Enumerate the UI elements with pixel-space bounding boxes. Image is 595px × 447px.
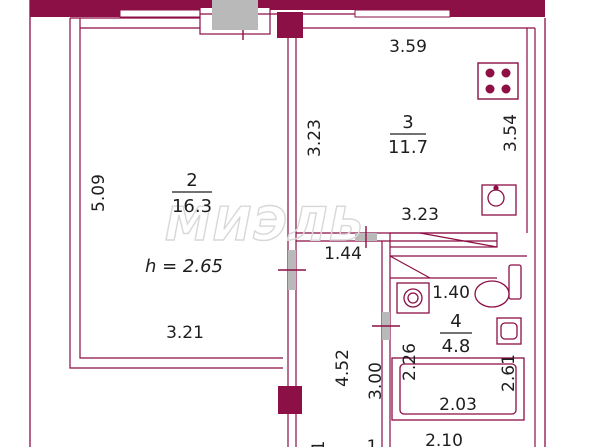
dim-bath-left: 3.00: [366, 362, 386, 400]
dim-hall-height: 4.52: [333, 349, 353, 387]
dim-bath-top: 1.40: [432, 283, 470, 303]
room-2-walls: [69, 17, 283, 369]
dim-r3-left: 3.23: [305, 119, 325, 157]
dim-r2-bottom: 3.21: [166, 323, 204, 343]
kitchen-sink-icon: [481, 184, 517, 216]
svg-text:4.8: 4.8: [442, 336, 471, 357]
washing-machine-icon: [396, 282, 430, 314]
room-2-label: 2 16.3: [172, 170, 212, 217]
bath-sink-icon: [496, 317, 522, 345]
inner-partitions: [296, 232, 527, 447]
dim-bottom-partial-1: 1: [309, 441, 329, 447]
stove-icon: [477, 62, 519, 100]
room-3-label: 3 11.7: [388, 112, 428, 158]
dim-tub-right: 2.61: [499, 354, 519, 392]
svg-text:4: 4: [450, 311, 461, 332]
svg-text:11.7: 11.7: [388, 137, 428, 158]
watermark: МИЭЛЬ: [165, 197, 366, 251]
dim-r2-left: 5.09: [89, 174, 109, 212]
dim-r3-bottom: 3.23: [401, 205, 439, 225]
balcony-door-marker: [212, 0, 258, 30]
dim-tub-length: 2.03: [439, 395, 477, 415]
dim-tub-left: 2.26: [400, 343, 420, 381]
ceiling-height: h = 2.65: [145, 256, 223, 277]
room-3-walls: [303, 27, 536, 447]
dim-bottom-partial-2: 1: [367, 437, 378, 447]
dim-r3-top: 3.59: [389, 37, 427, 57]
door-ticks: [278, 226, 400, 327]
dim-r3-right: 3.54: [501, 114, 521, 152]
column-bottom: [278, 386, 302, 414]
dim-bottom-edge: 2.10: [425, 431, 463, 447]
toilet-icon: [474, 264, 522, 308]
dim-corridor-width: 1.44: [324, 244, 362, 264]
room-4-label: 4 4.8: [440, 311, 472, 357]
svg-text:16.3: 16.3: [172, 196, 212, 217]
svg-text:2: 2: [186, 170, 197, 191]
svg-text:3: 3: [402, 112, 413, 133]
top-exterior-wall: [30, 0, 545, 40]
bathtub: [391, 357, 525, 421]
column-top: [277, 12, 303, 38]
